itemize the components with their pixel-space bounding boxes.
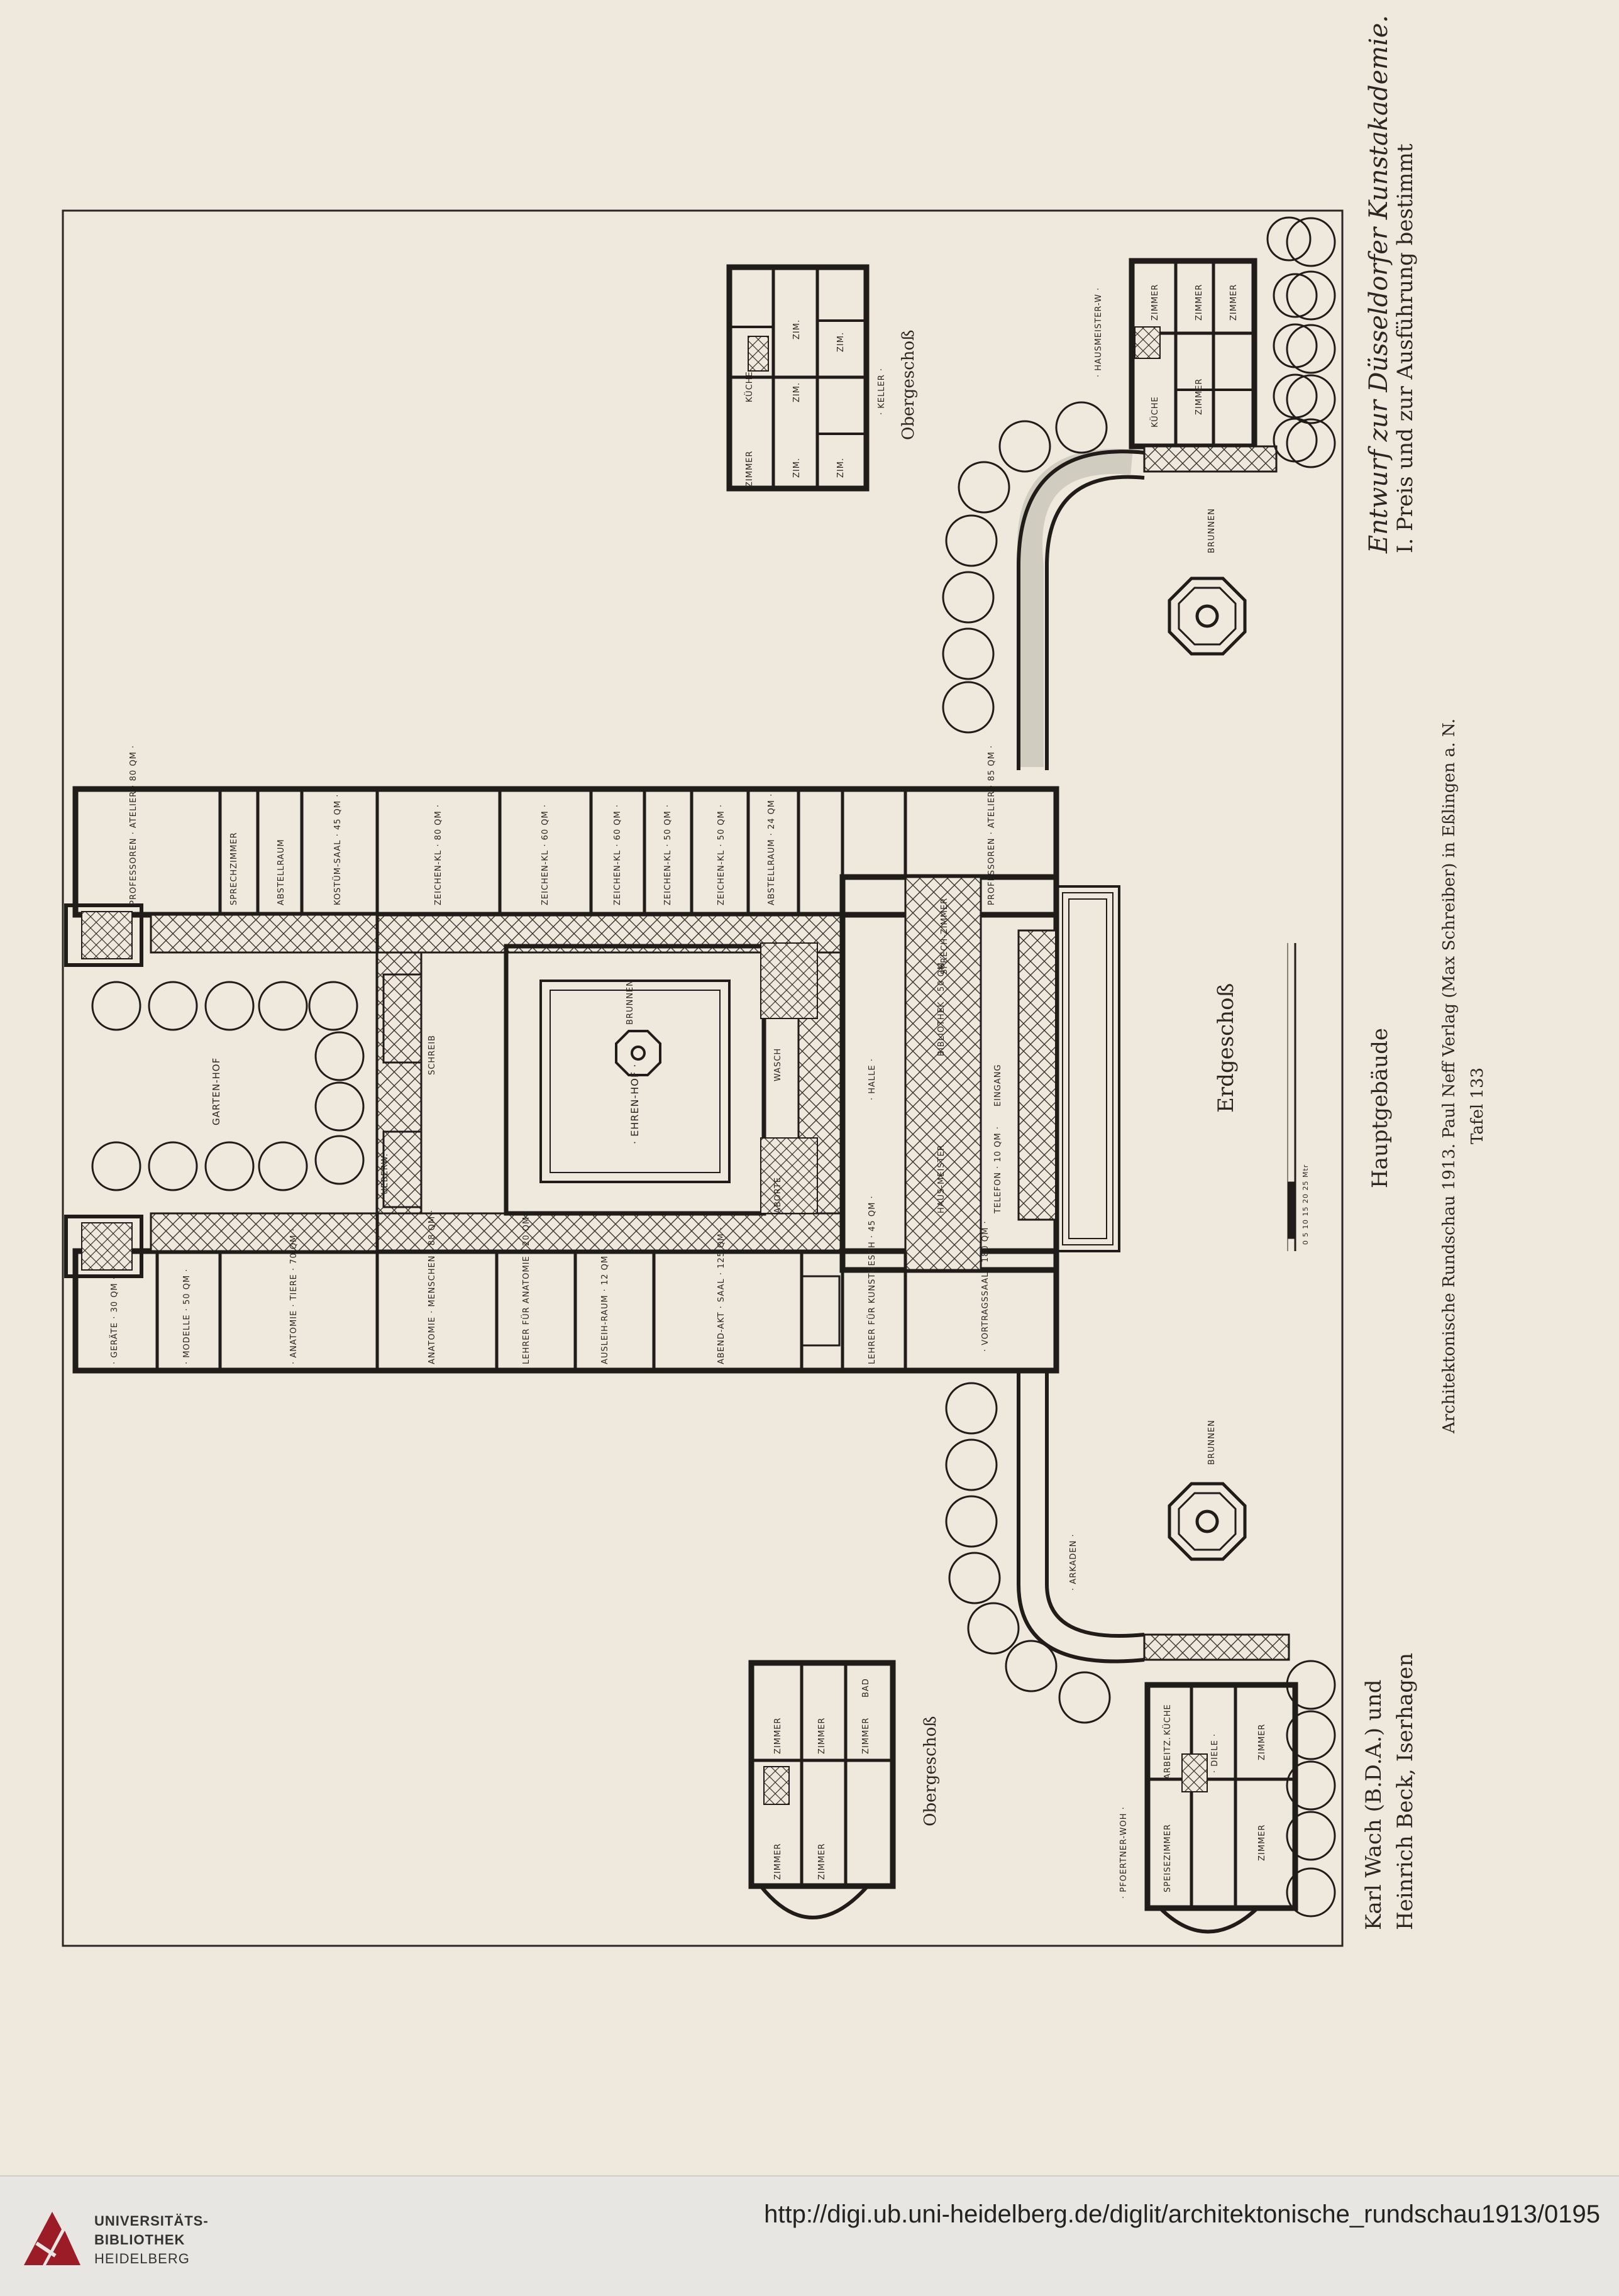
- room-geraete: · GERÄTE · 30 QM ·: [110, 1276, 119, 1364]
- room-zeichen-kl-4: ZEICHEN-KL · 50 QM ·: [663, 804, 673, 905]
- label-obergeschoss-bottom: Obergeschoß: [921, 1716, 940, 1826]
- library-footer: [0, 2175, 1619, 2296]
- room-professoren-atelier-1: PROFESSOREN · ATELIER · 80 QM ·: [129, 744, 138, 905]
- pfoertner-room-4: · DIELE ·: [1210, 1733, 1220, 1773]
- arcade-bottom: [1017, 1371, 1290, 1664]
- hausmeister-room-1: ZIMMER: [1151, 284, 1160, 321]
- room-brunnen-center: BRUNNEN: [626, 980, 635, 1025]
- upper-floor-plan-bottom: [748, 1660, 896, 1919]
- room-telefon: TELEFON · 10 QM ·: [993, 1126, 1003, 1213]
- upper-top-room-8: · KELLER ·: [877, 368, 887, 415]
- tree-row-top-right: [1266, 216, 1336, 468]
- room-kostuem-saal: KOSTÜM-SAAL · 45 QM ·: [333, 793, 343, 905]
- authors-line1: Karl Wach (B.D.A.) und: [1361, 1679, 1386, 1930]
- room-zeichen-kl-1: ZEICHEN-KL · 80 QM ·: [434, 804, 443, 905]
- room-arkaden: · ARKADEN ·: [1069, 1533, 1078, 1591]
- fountain-bottom: [1168, 1482, 1247, 1561]
- tree-row-arcade-top: [942, 401, 1108, 734]
- upper-bottom-room-3: ZIMMER: [817, 1717, 827, 1754]
- room-vortragssaal: · VORTRAGSSAAL · 180 QM ·: [981, 1220, 990, 1352]
- scale-label: 0 5 10 15 20 25 Mtr: [1301, 1164, 1310, 1245]
- room-zeichen-kl-3: ZEICHEN-KL · 60 QM ·: [613, 804, 622, 905]
- plate-title-line1: Entwurf zur Düsseldorfer Kunstakademie.: [1364, 14, 1393, 553]
- room-zeichen-kl-5: ZEICHEN-KL · 50 QM ·: [717, 804, 726, 905]
- room-schreib: SCHREIB: [428, 1034, 437, 1075]
- scale-bar: [1287, 943, 1296, 1251]
- room-aborte: ABORTE: [773, 1176, 783, 1213]
- room-abstellraum: ABSTELLRAUM: [277, 839, 286, 905]
- pfoertner-room-3: KÜCHE: [1163, 1704, 1173, 1735]
- fountain-top: [1168, 577, 1247, 656]
- plate-number: Tafel 133: [1468, 1067, 1487, 1144]
- upper-top-room-5: ZIM.: [792, 319, 802, 339]
- pfoertner-room-1: SPEISEZIMMER: [1163, 1823, 1173, 1892]
- building-caption: Hauptgebäude: [1368, 1028, 1393, 1188]
- hausmeister-room-3: ZIMMER: [1195, 378, 1204, 415]
- room-bibliothek: BIBLIOTHEK · 50 QM ·: [937, 955, 946, 1056]
- upper-bottom-room-6: BAD: [861, 1678, 871, 1697]
- pfoertner-house-plan: [1144, 1682, 1298, 1934]
- upper-bottom-room-1: ZIMMER: [773, 1843, 783, 1880]
- upper-top-room-7: ZIM.: [836, 331, 846, 352]
- room-abend-akt-saal: ABEND-AKT · SAAL · 125 QM ·: [717, 1227, 726, 1364]
- pfoertner-room-6: ZIMMER: [1257, 1723, 1267, 1760]
- upper-top-room-1: ZIMMER: [745, 450, 754, 487]
- logo-text-line3: HEIDELBERG: [94, 2251, 190, 2266]
- room-lehrer-anatomie: LEHRER FÜR ANATOMIE · 20 QM ·: [522, 1210, 531, 1364]
- floor-plan-drawing: [62, 209, 1344, 1947]
- room-anatomie-tiere: · ANATOMIE · TIERE · 70 QM ·: [289, 1228, 299, 1364]
- logo-text-line2: BIBLIOTHEK: [94, 2232, 185, 2248]
- plate-frame: [62, 209, 1344, 1947]
- room-eingang: EINGANG: [993, 1064, 1003, 1107]
- room-anatomie-menschen: ANATOMIE · MENSCHEN · 88 QM ·: [428, 1209, 437, 1364]
- hausmeister-room-4: KÜCHE: [1151, 396, 1160, 428]
- plate-title-line2: I. Preis und zur Ausführung bestimmt: [1393, 143, 1418, 553]
- main-building: [64, 786, 1120, 1374]
- room-brunnen-bottom: BRUNNEN: [1207, 1420, 1217, 1465]
- room-lehrer-kunstgesch: LEHRER FÜR KUNSTGESCH · 45 QM ·: [868, 1195, 877, 1364]
- label-obergeschoss-top: Obergeschoß: [899, 329, 918, 440]
- room-zeichen-kl-2: ZEICHEN-KL · 60 QM ·: [541, 804, 550, 905]
- upper-top-room-6: ZIM.: [836, 457, 846, 478]
- room-wasch: WASCH: [773, 1047, 783, 1081]
- authors-line2: Heinrich Beck, Iserhagen: [1393, 1653, 1418, 1930]
- room-modelle: · MODELLE · 50 QM ·: [182, 1268, 192, 1364]
- room-hausmeister-2: HAUS-MEISTER: [937, 1144, 946, 1213]
- room-abstellraum-2: ABSTELLRAUM · 24 QM ·: [767, 793, 776, 905]
- upper-top-room-2: KÜCHE: [745, 371, 754, 402]
- room-halle: · HALLE ·: [868, 1058, 877, 1100]
- publication-line: Architektonische Rundschau 1913. Paul Ne…: [1440, 718, 1459, 1433]
- logo-text-line1: UNIVERSITÄTS-: [94, 2213, 209, 2229]
- upper-bottom-room-4: ZIMMER: [861, 1717, 871, 1754]
- hausmeister-room-5: ZIMMER: [1229, 284, 1239, 321]
- upper-bottom-room-2: ZIMMER: [817, 1843, 827, 1880]
- arcade-top: [1017, 448, 1145, 770]
- upper-floor-plan-top: [726, 264, 870, 492]
- room-hausmeister: · HAUSMEISTER-W ·: [1094, 287, 1103, 377]
- room-sprechzimmer: SPRECHZIMMER: [229, 832, 239, 905]
- pfoertner-room-2: ARBEITZ.: [1163, 1736, 1173, 1779]
- tree-row-arcade-bottom: [945, 1382, 1111, 1724]
- room-professoren-atelier-2: PROFESSOREN · ATELIER · 85 QM ·: [987, 744, 997, 905]
- room-ausleih-raum: AUSLEIH-RAUM · 12 QM ·: [600, 1249, 610, 1364]
- source-url-link[interactable]: http://digi.ub.uni-heidelberg.de/diglit/…: [764, 2200, 1600, 2228]
- hausmeister-house-plan: [1129, 258, 1278, 473]
- upper-top-room-4: ZIM.: [792, 382, 802, 402]
- upper-top-room-3: ZIM.: [792, 457, 802, 478]
- tree-row-bottom-right: [1286, 1660, 1336, 1918]
- room-ehrenhof: · EHREN-HOF ·: [629, 1063, 641, 1144]
- upper-bottom-room-5: ZIMMER: [773, 1717, 783, 1754]
- pfoertner-room-5: ZIMMER: [1257, 1824, 1267, 1861]
- tree-row-gartenhof: [91, 981, 365, 1191]
- room-gartenhof: GARTEN-HOF: [211, 1057, 222, 1125]
- hausmeister-room-2: ZIMMER: [1195, 284, 1204, 321]
- label-erdgeschoss: Erdgeschoß: [1213, 983, 1239, 1113]
- room-brunnen-top: BRUNNEN: [1207, 508, 1217, 553]
- library-logo-icon: [18, 2205, 87, 2275]
- plate-page: Entwurf zur Düsseldorfer Kunstakademie. …: [62, 14, 1487, 1947]
- room-ueberw: UEBERW.: [380, 1153, 390, 1195]
- room-pfoertner: · PFOERTNER-WOH ·: [1119, 1806, 1129, 1899]
